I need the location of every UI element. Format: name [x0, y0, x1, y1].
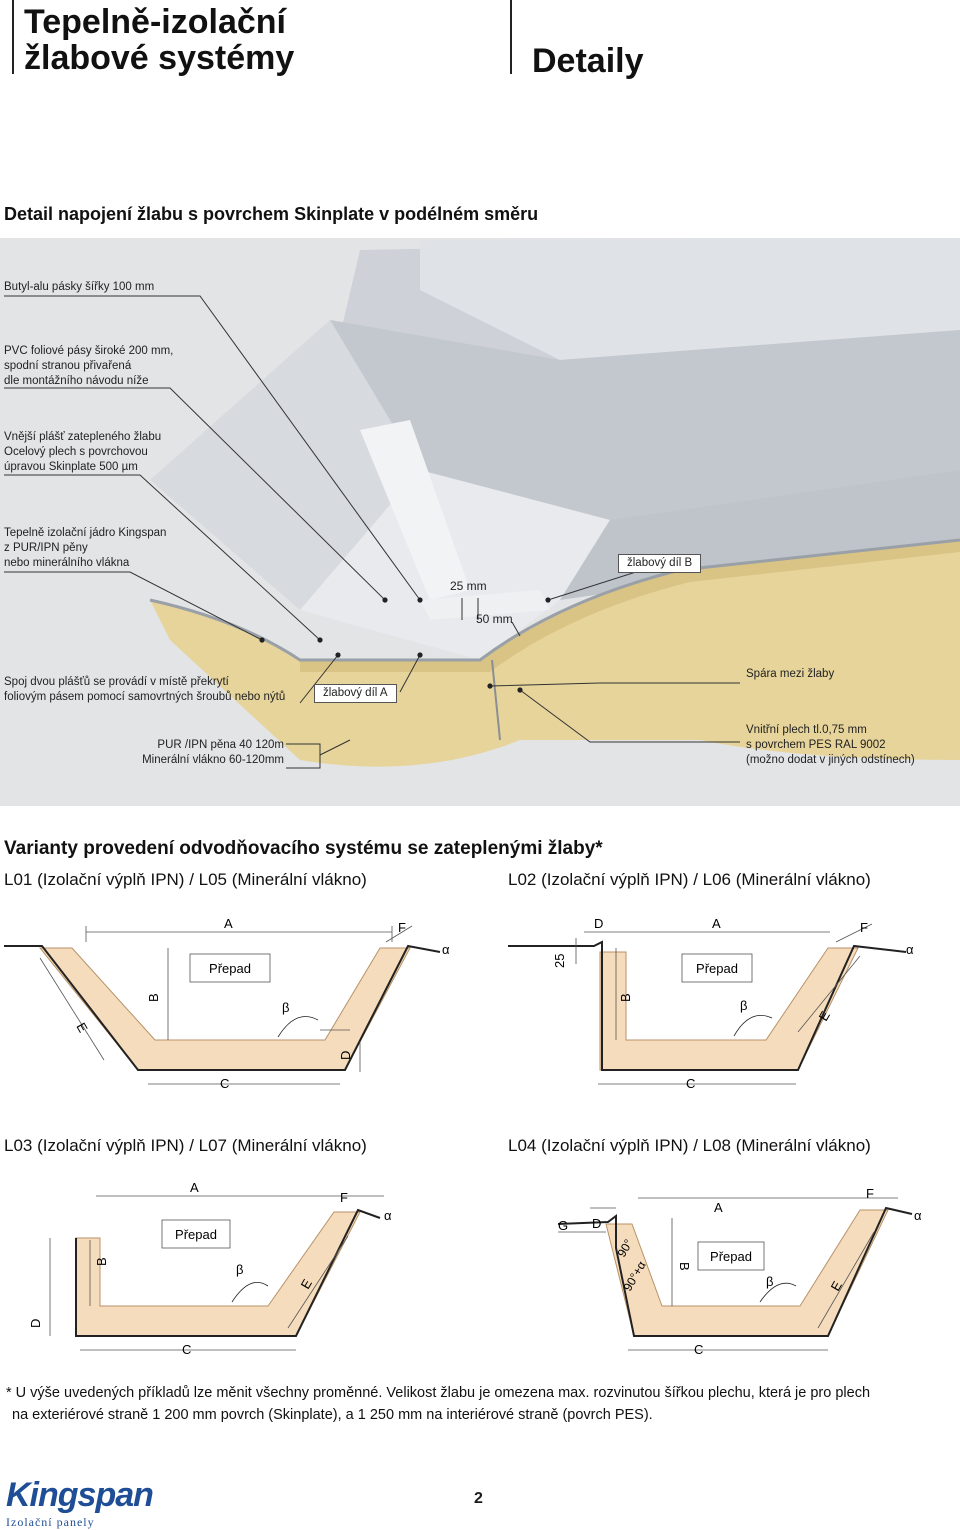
l03-overflow-label: Přepad — [175, 1227, 217, 1242]
diagram-l01: Přepad A F α B β E D C — [4, 916, 450, 1091]
label-foam: PUR /IPN pěna 40 120m Minerální vlákno 6… — [90, 738, 284, 768]
label-insulation-core: Tepelně izolační jádro Kingspan z PUR/IP… — [4, 526, 166, 571]
l01-dim-a: A — [224, 916, 233, 931]
l04-overflow-label: Přepad — [710, 1249, 752, 1264]
l02-overflow-label: Přepad — [696, 961, 738, 976]
label-dim-50mm: 50 mm — [476, 612, 513, 626]
variant-title-l01: L01 (Izolační výplň IPN) / L05 (Mineráln… — [4, 870, 367, 889]
page-title: Tepelně-izolační žlabové systémy — [24, 4, 294, 76]
l02-dim-f: F — [860, 920, 868, 935]
label-inner-sheet: Vnitřní plech tl.0,75 mm s povrchem PES … — [746, 723, 915, 768]
l02-dim-alpha: α — [906, 942, 914, 957]
variants-heading: Varianty provedení odvodňovacího systému… — [4, 838, 603, 859]
label-core-line1: Tepelně izolační jádro Kingspan — [4, 527, 167, 539]
label-joint-line1: Spoj dvou plášťů se provádí v místě přek… — [4, 676, 229, 688]
page-title-line1: Tepelně-izolační — [24, 3, 286, 41]
l04-dim-alpha: α — [914, 1208, 922, 1223]
label-core-line3: nebo minerálního vlákna — [4, 557, 130, 569]
label-outer-line1: Vnější plášť zatepleného žlabu — [4, 431, 162, 443]
page-title-line2: žlabové systémy — [24, 39, 295, 77]
logo-wordmark: Kingspan — [6, 1476, 154, 1514]
l01-dim-c: C — [220, 1076, 229, 1091]
detail-heading: Detail napojení žlabu s povrchem Skinpla… — [4, 204, 539, 224]
footnote-line1: * U výše uvedených příkladů lze měnit vš… — [6, 1385, 871, 1401]
l01-dim-e: E — [73, 1020, 90, 1035]
l03-dim-d: D — [28, 1319, 43, 1328]
l02-dim-d: D — [594, 916, 603, 931]
l04-dim-c: C — [694, 1342, 703, 1357]
l02-dim-25: 25 — [552, 954, 567, 968]
l02-dim-b: B — [618, 993, 633, 1002]
label-foam-line2: Minerální vlákno 60-120mm — [142, 754, 284, 766]
section-title: Detaily — [532, 42, 644, 80]
header-rule-right — [510, 0, 512, 74]
variant-title-l03: L03 (Izolační výplň IPN) / L07 (Mineráln… — [4, 1136, 367, 1155]
l02-dim-c: C — [686, 1076, 695, 1091]
l01-dim-alpha: α — [442, 942, 450, 957]
variant-title-l04: L04 (Izolační výplň IPN) / L08 (Mineráln… — [508, 1136, 871, 1155]
gutter-joint-illustration — [4, 238, 960, 769]
diagram-l03: Přepad A F α B D β E C — [28, 1180, 392, 1357]
l01-dim-d: D — [338, 1051, 353, 1060]
label-pvc-strips: PVC foliové pásy široké 200 mm, spodní s… — [4, 344, 173, 389]
l04-dim-d: D — [592, 1216, 601, 1231]
l04-dim-f: F — [866, 1186, 874, 1201]
l03-dim-b: B — [94, 1257, 109, 1266]
label-gap: Spára mezi žlaby — [746, 668, 835, 680]
label-part-b: žlabový díl B — [618, 554, 702, 573]
label-foam-line1: PUR /IPN pěna 40 120m — [157, 739, 284, 751]
l04-dim-beta: β — [766, 1274, 773, 1289]
l02-dim-a: A — [712, 916, 721, 931]
footnote-line2: na exteriérové straně 1 200 mm povrch (S… — [12, 1407, 653, 1423]
label-core-line2: z PUR/IPN pěny — [4, 542, 88, 554]
variant-title-l02: L02 (Izolační výplň IPN) / L06 (Mineráln… — [508, 870, 871, 889]
label-outer-line2: Ocelový plech s povrchovou — [4, 446, 148, 458]
l01-dim-beta: β — [282, 1000, 289, 1015]
l04-dim-g: G — [558, 1218, 568, 1233]
l04-dim-b: B — [677, 1262, 692, 1271]
label-outer-sheet: Vnější plášť zatepleného žlabu Ocelový p… — [4, 430, 161, 475]
label-butyl-tape: Butyl-alu pásky šířky 100 mm — [4, 281, 155, 293]
l01-dim-b: B — [146, 993, 161, 1002]
kingspan-logo: Kingspan Izolační panely — [6, 1476, 154, 1530]
l03-dim-a: A — [190, 1180, 199, 1195]
l01-overflow-label: Přepad — [209, 961, 251, 976]
label-pvc-line3: dle montážního návodu níže — [4, 375, 149, 387]
l03-dim-beta: β — [236, 1262, 243, 1277]
footnote: * U výše uvedených příkladů lze měnit vš… — [6, 1382, 946, 1426]
l02-dim-beta: β — [740, 998, 747, 1013]
header-rule-left — [12, 0, 14, 74]
diagram-l04: Přepad G D A F α 90° 90°+α B β E C — [557, 1186, 922, 1357]
l03-dim-f: F — [340, 1190, 348, 1205]
label-outer-line3: úpravou Skinplate 500 µm — [4, 461, 138, 473]
logo-subtitle: Izolační panely — [6, 1515, 95, 1529]
label-inner-line3: (možno dodat v jiných odstínech) — [746, 754, 915, 766]
label-pvc-line2: spodní stranou přivařená — [4, 360, 132, 372]
label-joint: Spoj dvou plášťů se provádí v místě přek… — [4, 675, 285, 705]
label-joint-line2: foliovým pásem pomocí samovrtných šroubů… — [4, 691, 286, 703]
diagram-l02: Přepad D A F α 25 B β E C — [508, 916, 914, 1091]
label-part-a: žlabový díl A — [314, 684, 397, 703]
l01-dim-f: F — [398, 920, 406, 935]
label-dim-25mm: 25 mm — [450, 579, 487, 593]
label-inner-line1: Vnitřní plech tl.0,75 mm — [746, 724, 867, 736]
label-pvc-line1: PVC foliové pásy široké 200 mm, — [4, 345, 174, 357]
page-number: 2 — [474, 1490, 483, 1507]
l04-dim-a: A — [714, 1200, 723, 1215]
l03-dim-c: C — [182, 1342, 191, 1357]
label-inner-line2: s povrchem PES RAL 9002 — [746, 739, 886, 751]
l03-dim-alpha: α — [384, 1208, 392, 1223]
